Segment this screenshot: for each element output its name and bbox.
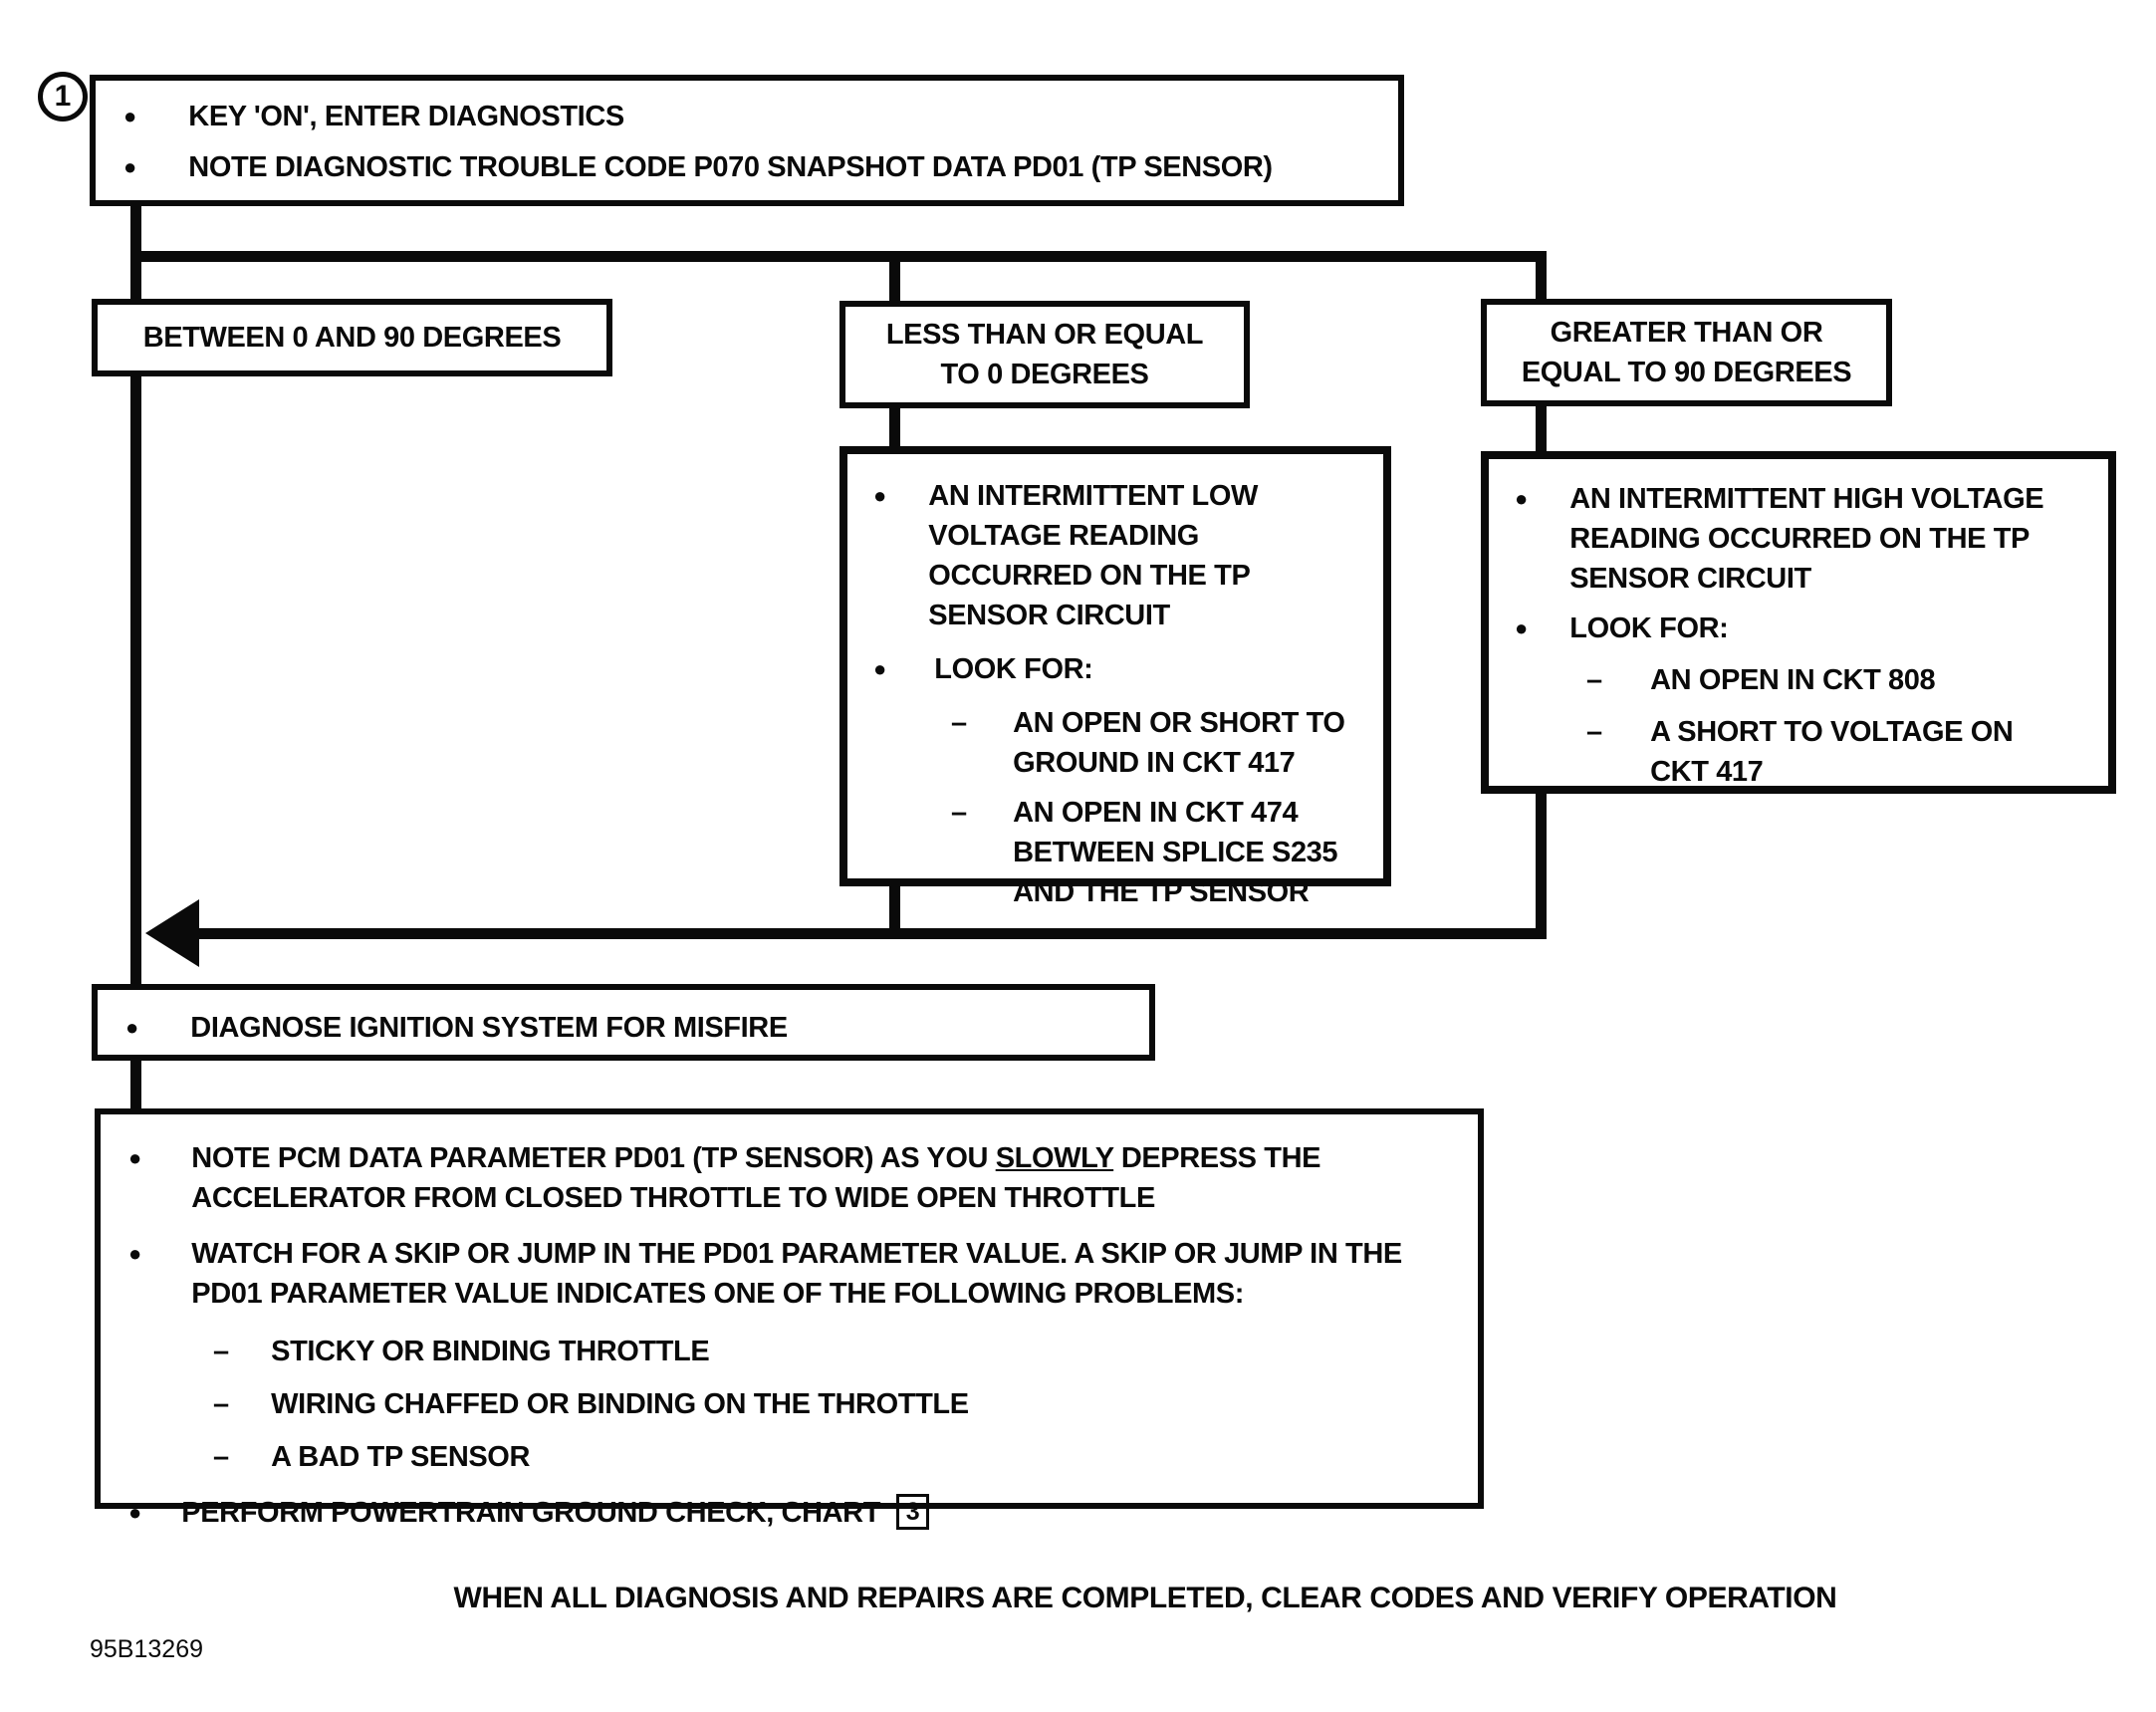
branch-middle-label-line1: LESS THAN OR EQUAL: [885, 318, 1204, 351]
bullet-icon: ●: [123, 154, 137, 180]
bullet-icon: ●: [128, 1145, 142, 1170]
right-detail-sub-2-text: A SHORT TO VOLTAGE ON CKT 417: [1650, 716, 2014, 789]
connector-distribution-horizontal: [130, 251, 1547, 262]
final-item-2: ● WATCH FOR A SKIP OR JUMP IN THE PD01 P…: [128, 1234, 1458, 1314]
start-item-1-text: KEY 'ON', ENTER DIAGNOSTICS: [188, 101, 624, 132]
branch-left-box: BETWEEN 0 AND 90 DEGREES: [92, 299, 612, 376]
middle-detail-box: ● AN INTERMITTENT LOW VOLTAGE READING OC…: [839, 446, 1391, 908]
dash-icon: –: [213, 1336, 230, 1368]
dash-icon: –: [1586, 664, 1603, 697]
dash-icon: –: [213, 1388, 230, 1421]
connector-middle-drop-2: [889, 406, 900, 450]
middle-detail-sub-1-text: AN OPEN OR SHORT TO GROUND IN CKT 417: [1013, 707, 1345, 780]
right-detail-sub-1-text: AN OPEN IN CKT 808: [1650, 664, 1936, 697]
connector-right-drop-1: [1536, 251, 1547, 305]
final-item-3-pre: PERFORM POWERTRAIN GROUND CHECK, CHART: [181, 1497, 888, 1530]
start-item-2: ● NOTE DIAGNOSTIC TROUBLE CODE P070 SNAP…: [123, 147, 1378, 187]
bullet-icon: ●: [873, 656, 887, 682]
middle-detail-item-2: ● LOOK FOR:: [873, 649, 1369, 689]
chart-reference-badge: 3: [895, 1494, 930, 1531]
footer-note: WHEN ALL DIAGNOSIS AND REPAIRS ARE COMPL…: [453, 1582, 1837, 1614]
connector-main-vertical: [130, 206, 141, 1108]
chart-number-marker: 1: [38, 72, 88, 122]
middle-detail-sub-2: – AN OPEN IN CKT 474 BETWEEN SPLICE S235…: [951, 793, 1369, 912]
final-item-1-pre: NOTE PCM DATA PARAMETER PD01 (TP SENSOR)…: [191, 1142, 996, 1174]
final-sub-2: – WIRING CHAFFED OR BINDING ON THE THROT…: [213, 1384, 1458, 1424]
connector-middle-drop-3: [889, 882, 900, 939]
branch-right-label-line1: GREATER THAN OR: [1550, 316, 1823, 349]
middle-detail-item-1-text: AN INTERMITTENT LOW VOLTAGE READING OCCU…: [928, 480, 1258, 632]
right-detail-box: ● AN INTERMITTENT HIGH VOLTAGE READING O…: [1481, 451, 2116, 794]
branch-left-label: BETWEEN 0 AND 90 DEGREES: [142, 321, 562, 354]
right-detail-item-2-text: LOOK FOR:: [1569, 612, 1729, 645]
connector-right-drop-2: [1536, 404, 1547, 455]
right-detail-sub-1: – AN OPEN IN CKT 808: [1586, 660, 2092, 700]
final-item-3-text: PERFORM POWERTRAIN GROUND CHECK, CHART 3: [181, 1493, 930, 1533]
final-item-1: ● NOTE PCM DATA PARAMETER PD01 (TP SENSO…: [128, 1138, 1458, 1218]
bullet-icon: ●: [1515, 486, 1529, 511]
start-item-2-text: NOTE DIAGNOSTIC TROUBLE CODE P070 SNAPSH…: [188, 151, 1273, 184]
figure-id: 95B13269: [90, 1635, 204, 1663]
chart-number: 1: [54, 80, 72, 113]
middle-detail-sub-1: – AN OPEN OR SHORT TO GROUND IN CKT 417: [951, 703, 1369, 783]
bullet-icon: ●: [125, 1015, 139, 1040]
dash-icon: –: [951, 797, 968, 830]
bullet-icon: ●: [128, 1500, 142, 1526]
right-detail-item-1-text: AN INTERMITTENT HIGH VOLTAGE READING OCC…: [1569, 483, 2044, 596]
bullet-icon: ●: [128, 1241, 142, 1267]
final-sub-1-text: STICKY OR BINDING THROTTLE: [271, 1336, 710, 1368]
right-detail-item-1: ● AN INTERMITTENT HIGH VOLTAGE READING O…: [1515, 479, 2092, 599]
final-sub-2-text: WIRING CHAFFED OR BINDING ON THE THROTTL…: [271, 1388, 969, 1421]
bullet-icon: ●: [873, 483, 887, 508]
misfire-box: ● DIAGNOSE IGNITION SYSTEM FOR MISFIRE: [92, 984, 1155, 1061]
bullet-icon: ●: [1515, 615, 1529, 641]
right-detail-sub-2: – A SHORT TO VOLTAGE ON CKT 417: [1586, 712, 2092, 792]
misfire-item-1: ● DIAGNOSE IGNITION SYSTEM FOR MISFIRE: [125, 1008, 1149, 1048]
middle-detail-item-2-text: LOOK FOR:: [934, 653, 1093, 686]
final-item-1-text: NOTE PCM DATA PARAMETER PD01 (TP SENSOR)…: [191, 1138, 1458, 1218]
branch-right-label-line2: EQUAL TO 90 DEGREES: [1521, 357, 1852, 388]
final-item-3: ● PERFORM POWERTRAIN GROUND CHECK, CHART…: [128, 1493, 1458, 1533]
dash-icon: –: [951, 707, 968, 740]
connector-middle-drop-1: [889, 251, 900, 307]
final-box: ● NOTE PCM DATA PARAMETER PD01 (TP SENSO…: [95, 1108, 1484, 1531]
right-detail-item-2: ● LOOK FOR:: [1515, 609, 2092, 648]
middle-detail-sub-2-text: AN OPEN IN CKT 474 BETWEEN SPLICE S235 A…: [1013, 797, 1338, 909]
connector-return-horizontal: [179, 928, 1547, 939]
bullet-icon: ●: [123, 104, 137, 128]
branch-middle-label-line2: TO 0 DEGREES: [940, 359, 1149, 390]
final-item-2-text: WATCH FOR A SKIP OR JUMP IN THE PD01 PAR…: [191, 1238, 1402, 1311]
left-arrowhead-icon: [145, 899, 199, 967]
final-sub-3: – A BAD TP SENSOR: [213, 1437, 1458, 1477]
final-item-1-post: DEPRESS THE ACCELERATOR FROM CLOSED THRO…: [191, 1142, 1321, 1215]
final-item-1-emphasis: SLOWLY: [995, 1142, 1114, 1174]
start-box: ● KEY 'ON', ENTER DIAGNOSTICS ● NOTE DIA…: [90, 75, 1404, 206]
branch-right-box: GREATER THAN OR EQUAL TO 90 DEGREES: [1481, 299, 1892, 406]
final-sub-1: – STICKY OR BINDING THROTTLE: [213, 1332, 1458, 1371]
misfire-item-1-text: DIAGNOSE IGNITION SYSTEM FOR MISFIRE: [190, 1012, 788, 1044]
start-item-1: ● KEY 'ON', ENTER DIAGNOSTICS: [123, 97, 1378, 136]
dash-icon: –: [1586, 716, 1603, 749]
connector-right-drop-3: [1536, 790, 1547, 939]
dash-icon: –: [213, 1441, 230, 1474]
final-sub-3-text: A BAD TP SENSOR: [271, 1441, 531, 1474]
middle-detail-item-1: ● AN INTERMITTENT LOW VOLTAGE READING OC…: [873, 476, 1369, 635]
branch-middle-box: LESS THAN OR EQUAL TO 0 DEGREES: [839, 301, 1250, 408]
